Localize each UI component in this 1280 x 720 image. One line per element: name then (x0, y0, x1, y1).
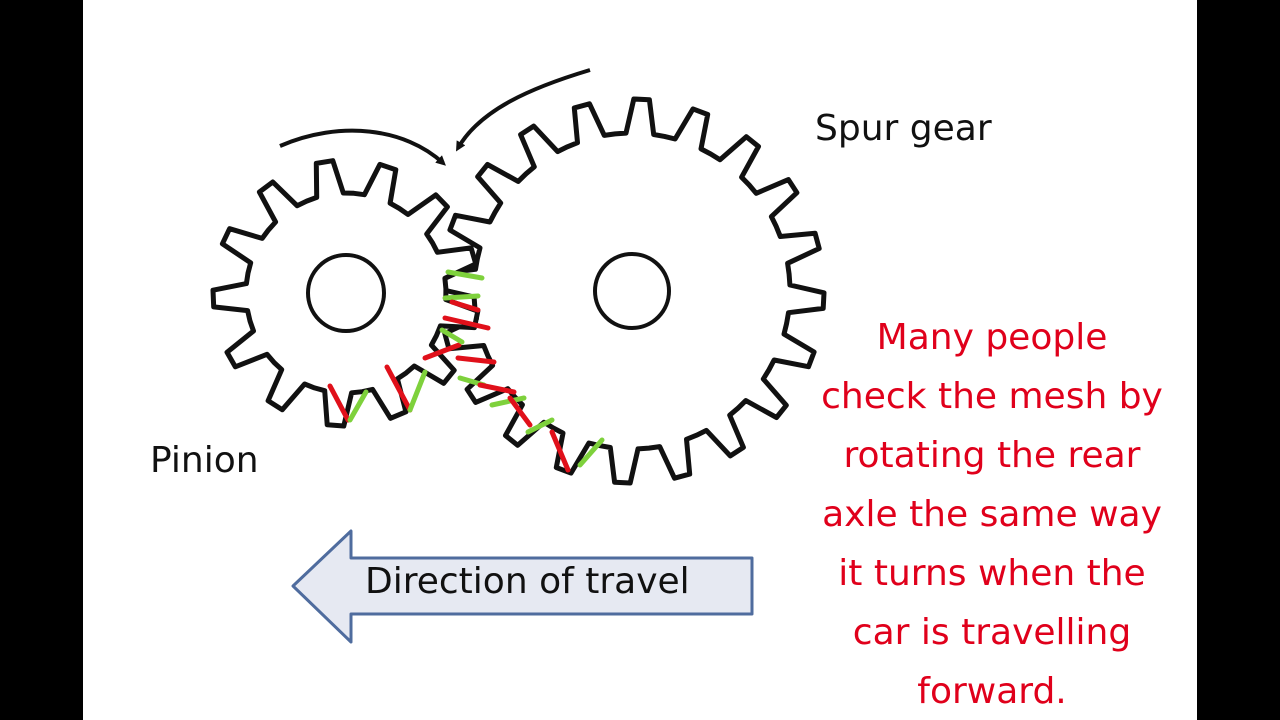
letterbox-left (0, 0, 83, 720)
contact-red (384, 364, 413, 413)
contact-red (477, 382, 517, 395)
curved-arrow-icon (455, 68, 591, 152)
contact-green (407, 369, 428, 413)
mesh-check-note: Many people check the mesh by rotating t… (821, 317, 1163, 712)
pinion-label: Pinion (150, 440, 259, 481)
contact-red (327, 383, 351, 423)
contact-red (455, 355, 497, 365)
spur-gear-label: Spur gear (815, 108, 992, 149)
left-arrow-icon (291, 529, 754, 644)
contact-green (439, 327, 465, 345)
pinion-gear (210, 158, 481, 429)
letterbox-right (1197, 0, 1280, 720)
contact-red (422, 342, 462, 361)
contact-red (507, 395, 533, 428)
contact-red (449, 299, 481, 313)
contact-green (442, 293, 481, 301)
contact-green (347, 389, 369, 423)
spur-gear (437, 96, 827, 486)
spur-gear-outline (437, 96, 827, 486)
contact-green (445, 269, 485, 281)
pinion-gear-hub (306, 253, 386, 333)
contact-red (442, 315, 491, 331)
contact-green (525, 417, 555, 435)
contact-green (489, 395, 527, 408)
curved-arrow-icon (279, 128, 446, 166)
contact-green (577, 437, 605, 468)
contact-red (549, 429, 571, 473)
pinion-gear-outline (210, 158, 481, 429)
direction-of-travel-label: Direction of travel (365, 561, 690, 602)
tooth-contact-marks (327, 269, 605, 473)
spur-gear-hub (593, 252, 671, 330)
